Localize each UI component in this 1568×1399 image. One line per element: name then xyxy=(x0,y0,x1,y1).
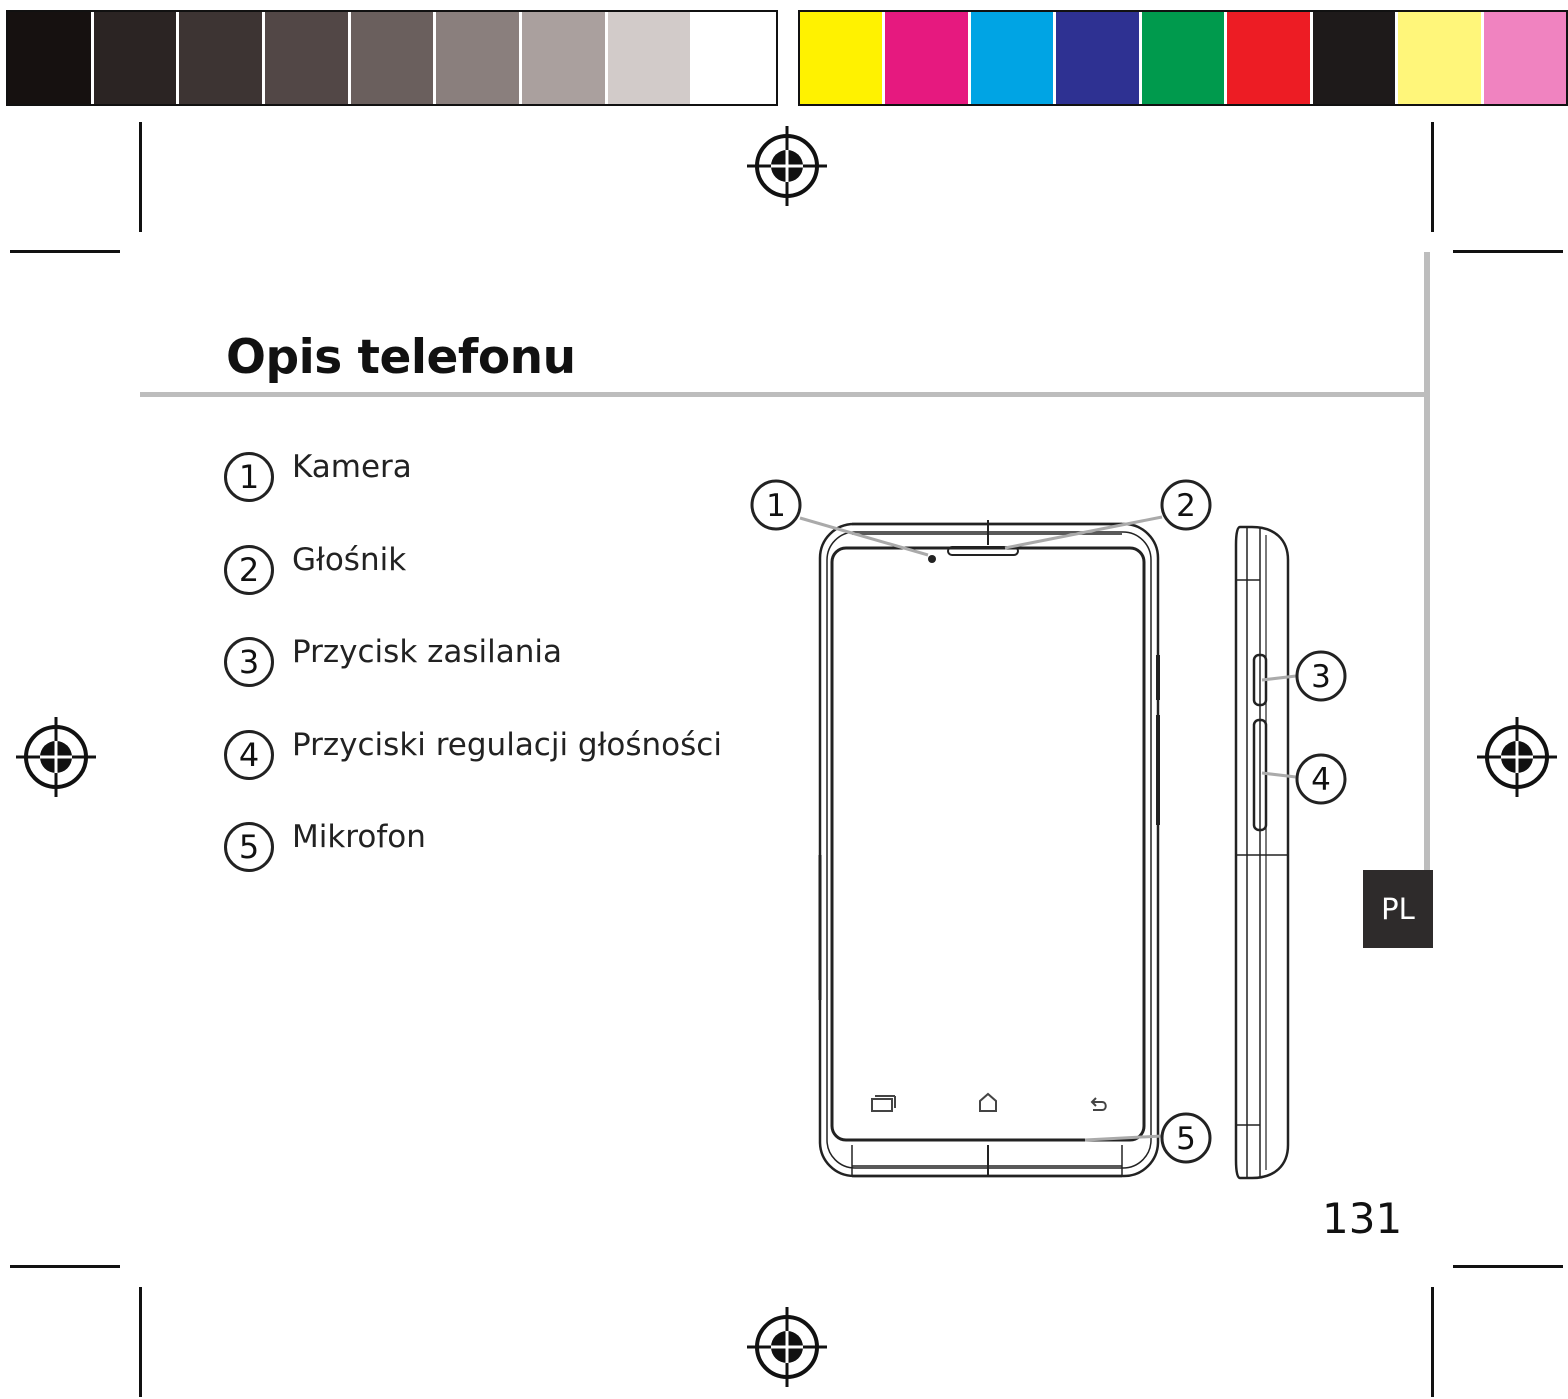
gray-swatch xyxy=(693,12,777,104)
home-icon xyxy=(979,1092,997,1112)
color-swatch xyxy=(800,12,886,104)
language-tab: PL xyxy=(1363,870,1433,948)
gray-swatch xyxy=(607,12,694,104)
gray-swatch xyxy=(8,12,94,104)
callout-number: 1 xyxy=(766,488,786,524)
gray-swatch xyxy=(179,12,266,104)
callout-number: 3 xyxy=(1311,659,1331,695)
color-swatch xyxy=(1483,12,1566,104)
phone-front-body xyxy=(818,522,1160,1178)
color-swatch xyxy=(1312,12,1399,104)
crop-mark-bottom-right-horizontal xyxy=(1453,1265,1563,1268)
part-label: Kamera xyxy=(292,449,412,486)
list-item: 5 Mikrofon xyxy=(224,794,722,887)
part-label: Przycisk zasilania xyxy=(292,634,563,671)
camera-lens xyxy=(928,555,936,563)
color-swatch xyxy=(1141,12,1228,104)
grayscale-calibration-bar xyxy=(6,10,778,106)
color-swatch xyxy=(970,12,1057,104)
list-item: 4 Przyciski regulacji głośności xyxy=(224,702,722,795)
callout-circle xyxy=(1160,1112,1212,1164)
callout-number: 2 xyxy=(1176,488,1196,524)
callout-circle xyxy=(1160,479,1212,531)
title-divider xyxy=(140,392,1430,397)
crop-mark-bottom-right-vertical xyxy=(1431,1287,1434,1397)
gray-swatch xyxy=(350,12,437,104)
gray-swatch xyxy=(436,12,523,104)
callout-circle xyxy=(750,479,802,531)
crop-mark-top-right-vertical xyxy=(1431,122,1434,232)
list-item: 3 Przycisk zasilania xyxy=(224,609,722,702)
part-label: Głośnik xyxy=(292,541,407,578)
number-circle: 5 xyxy=(224,822,274,873)
color-swatch xyxy=(1398,12,1484,104)
parts-list: 1 Kamera 2 Głośnik 3 Przycisk zasilania … xyxy=(224,424,722,887)
recent-apps-icon xyxy=(871,1095,896,1112)
callout-number: 5 xyxy=(1176,1121,1196,1157)
back-icon xyxy=(1090,1097,1107,1111)
phone-side-body xyxy=(1234,525,1290,1180)
page-title: Opis telefonu xyxy=(226,330,576,385)
color-swatch xyxy=(1056,12,1142,104)
page-number: 131 xyxy=(1322,1194,1403,1243)
list-item: 1 Kamera xyxy=(224,424,722,517)
number-circle: 2 xyxy=(224,544,274,595)
part-label: Przyciski regulacji głośności xyxy=(292,726,722,763)
phone-screen xyxy=(830,546,1146,1142)
number-circle: 3 xyxy=(224,637,274,688)
side-divider xyxy=(1424,252,1430,872)
gray-swatch xyxy=(93,12,180,104)
callout-number: 4 xyxy=(1311,762,1331,798)
crop-mark-top-right-horizontal xyxy=(1453,250,1563,253)
color-swatch xyxy=(1227,12,1313,104)
list-item: 2 Głośnik xyxy=(224,517,722,610)
crop-mark-bottom-left-vertical xyxy=(139,1287,142,1397)
number-circle: 1 xyxy=(224,452,274,503)
callout-circle xyxy=(1295,753,1347,805)
crop-mark-top-left-horizontal xyxy=(10,250,120,253)
number-circle: 4 xyxy=(224,729,274,780)
gray-swatch xyxy=(522,12,608,104)
volume-buttons xyxy=(1252,718,1268,832)
color-calibration-bar xyxy=(798,10,1568,106)
part-label: Mikrofon xyxy=(292,819,426,856)
color-swatch xyxy=(885,12,971,104)
crop-mark-top-left-vertical xyxy=(139,122,142,232)
crop-mark-bottom-left-horizontal xyxy=(10,1265,120,1268)
callout-circle xyxy=(1295,650,1347,702)
gray-swatch xyxy=(265,12,351,104)
speaker-grille xyxy=(947,546,1019,556)
